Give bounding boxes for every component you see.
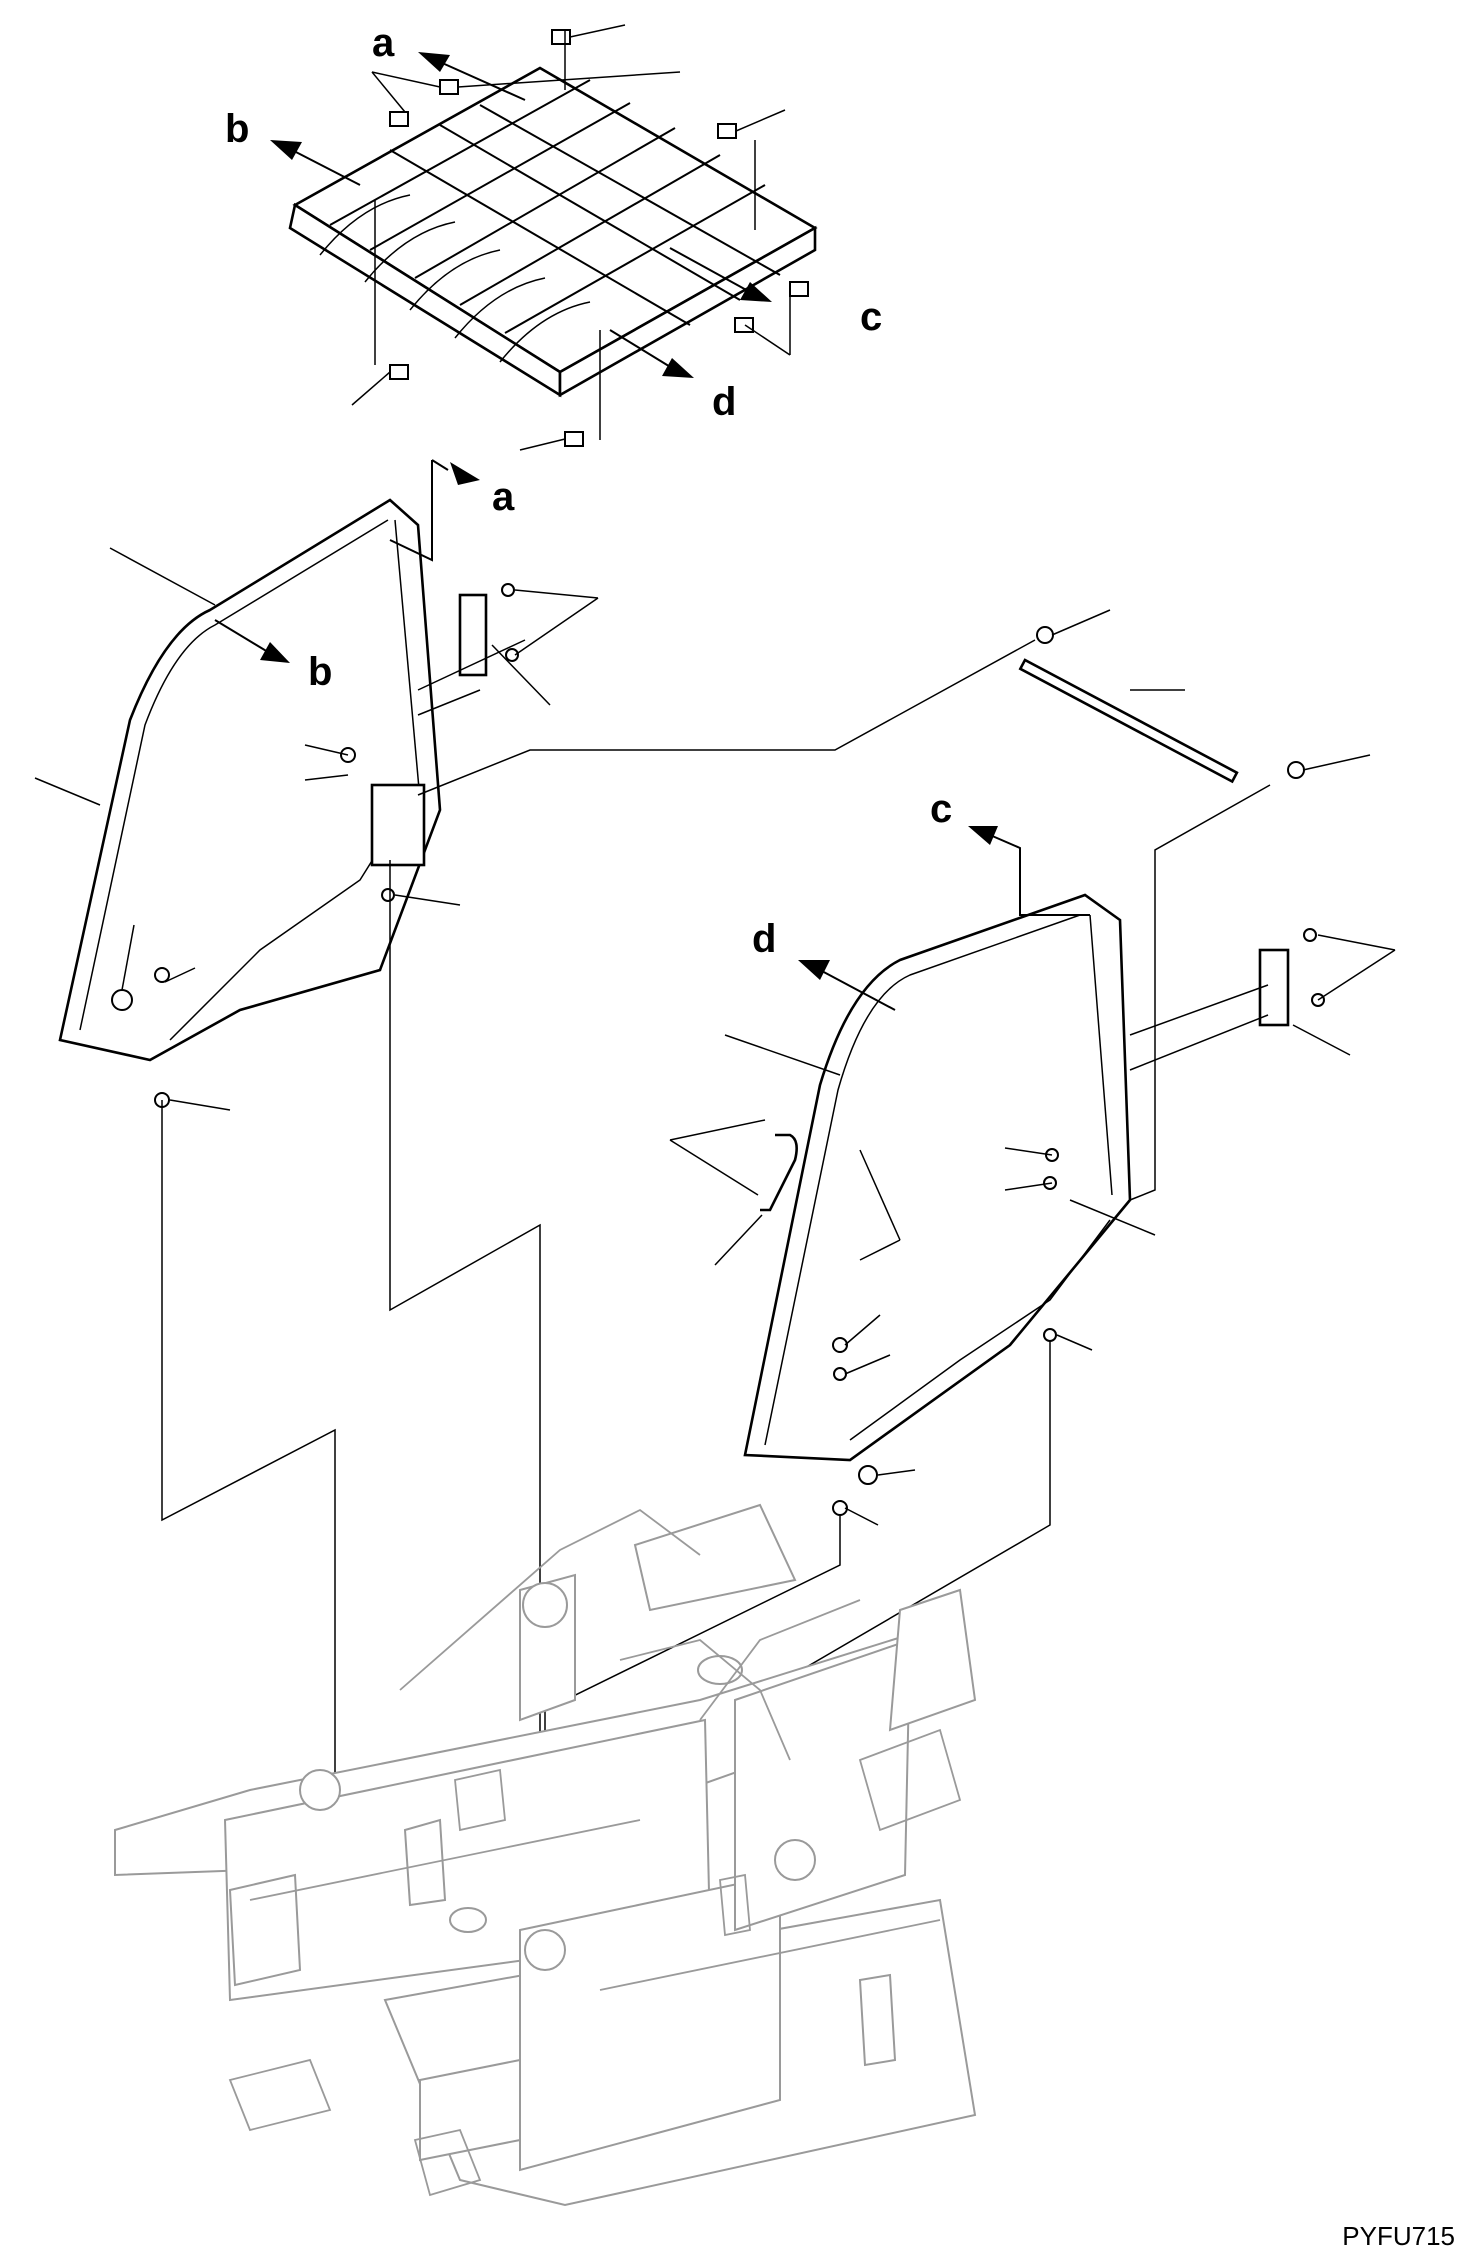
callout-letter-b-left-frame: b — [308, 650, 332, 694]
figure-code: PYFU715 — [1342, 2221, 1455, 2251]
callout-letter-d-roof: d — [712, 380, 736, 424]
left-frame — [34, 498, 599, 1111]
callout-letters: a b c d a b c d — [225, 21, 952, 961]
roof-guard — [288, 66, 818, 398]
roof-arrows — [270, 52, 772, 378]
right-frame-arrows — [798, 826, 1090, 1011]
callout-letter-d-right-frame: d — [752, 917, 776, 961]
callout-letter-c-roof: c — [860, 295, 882, 339]
callout-letter-c-right-frame: c — [930, 787, 952, 831]
callout-letter-b-roof: b — [225, 107, 249, 151]
roof-fasteners — [351, 24, 809, 451]
left-frame-arrows — [214, 459, 480, 663]
callout-letter-a-roof: a — [372, 21, 395, 65]
main-frame-ghost — [114, 1503, 977, 2207]
right-frame — [669, 609, 1396, 1526]
callout-letter-a-left-frame: a — [492, 475, 515, 519]
